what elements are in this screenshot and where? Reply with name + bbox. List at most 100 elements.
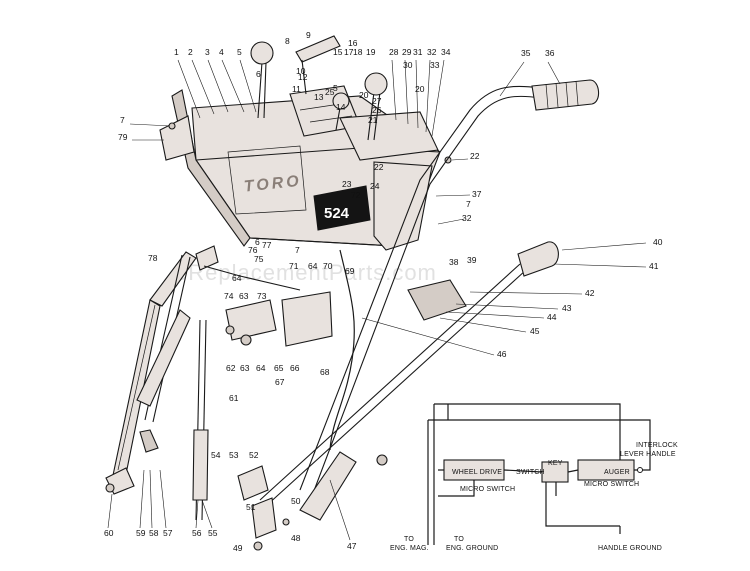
- callout-number: 7: [466, 199, 471, 209]
- side-cover: [373, 156, 469, 251]
- callout-number: 69: [345, 266, 355, 276]
- callout-number: 46: [497, 349, 507, 359]
- callout-number: 40: [653, 237, 663, 247]
- callout-number: 17: [344, 47, 354, 57]
- callout-number: 56: [192, 528, 202, 538]
- callout-number: 12: [298, 72, 308, 82]
- right-handle-tube: [299, 79, 600, 497]
- callout-number: 27: [372, 96, 382, 106]
- callout-number: 33: [430, 60, 440, 70]
- callout-number: 22: [374, 162, 384, 172]
- callout-number: 59: [136, 528, 146, 538]
- left-handle-tube: [111, 251, 197, 485]
- callout-number: 7: [120, 115, 125, 125]
- callout-number: 41: [649, 261, 659, 271]
- callout-number: 37: [472, 189, 482, 199]
- callout-number: 10: [296, 66, 306, 76]
- callout-number: 15: [333, 47, 343, 57]
- callout-number: 6: [256, 69, 261, 79]
- callout-number: 20: [415, 84, 425, 94]
- callout-number: 60: [104, 528, 114, 538]
- watermark: eReplacementParts.com: [175, 260, 437, 285]
- callout-number: 44: [547, 312, 557, 322]
- wiring-schematic: [427, 403, 651, 545]
- callout-number: 48: [291, 533, 301, 543]
- callout-number: 26: [372, 105, 382, 115]
- callout-number: 58: [149, 528, 159, 538]
- callout-number: 1: [174, 47, 179, 57]
- bottom-bracket-set: [237, 465, 290, 551]
- callout-number: 43: [562, 303, 572, 313]
- auger-switch-label-line1: AUGER: [604, 469, 630, 476]
- callout-number: 50: [291, 496, 301, 506]
- callout-number: 64: [308, 261, 318, 271]
- callout-number: 5: [237, 47, 242, 57]
- callout-number: 20: [359, 90, 369, 100]
- callout-number: 77: [262, 240, 272, 250]
- key-switch-label-line1: KEY: [548, 460, 563, 467]
- handle-ground-label: HANDLE GROUND: [598, 545, 662, 552]
- callout-number: 53: [229, 450, 239, 460]
- callout-number: 35: [521, 48, 531, 58]
- wheel-drive-label-line1: WHEEL DRIVE: [452, 469, 502, 476]
- callout-number: 74: [224, 291, 234, 301]
- callout-number: 57: [163, 528, 173, 538]
- brand-logo-text: TORO: [243, 173, 302, 196]
- callout-number: 66: [290, 363, 300, 373]
- callout-number: 67: [275, 377, 285, 387]
- callout-number: 25: [325, 87, 335, 97]
- callout-number: 51: [246, 502, 256, 512]
- callout-number: 47: [347, 541, 357, 551]
- callout-number: 34: [441, 47, 451, 57]
- callout-number: 45: [530, 326, 540, 336]
- callout-number: 70: [323, 261, 333, 271]
- callout-number: 8: [285, 36, 290, 46]
- callout-number: 63: [239, 291, 249, 301]
- callout-number: 32: [427, 47, 437, 57]
- lever-with-knob-right: [364, 72, 388, 141]
- callout-number: 55: [208, 528, 218, 538]
- callout-number: 11: [292, 84, 301, 94]
- callout-number: 32: [462, 213, 472, 223]
- interlock-label-line2: LEVER HANDLE: [620, 451, 676, 458]
- callout-number: 62: [226, 363, 236, 373]
- callout-number: 21: [368, 115, 378, 125]
- lever-with-knob-center: [332, 92, 350, 131]
- callout-number: 24: [370, 181, 380, 191]
- control-cable: [329, 249, 355, 451]
- throttle-grip: [295, 35, 341, 95]
- callout-number: 13: [314, 92, 324, 102]
- callout-number: 6: [255, 237, 260, 247]
- callout-number: 68: [320, 367, 330, 377]
- callout-number: 76: [248, 245, 258, 255]
- mid-bracket-assembly: [195, 245, 333, 347]
- callout-number: 79: [118, 132, 128, 142]
- side-bracket: [129, 115, 195, 161]
- callout-number: 30: [403, 60, 413, 70]
- callout-number: 3: [205, 47, 210, 57]
- lower-rod: [136, 254, 191, 453]
- callout-number: 65: [274, 363, 284, 373]
- callout-number: 4: [219, 47, 224, 57]
- callout-number: 61: [229, 393, 239, 403]
- callout-number: 9: [306, 30, 311, 40]
- callout-number: 5: [333, 83, 338, 93]
- callout-number: 49: [233, 543, 243, 553]
- callout-number: 31: [413, 47, 423, 57]
- eng-ground-label-line2: ENG. GROUND: [446, 545, 498, 552]
- key-switch-label-line2: SWITCH: [516, 469, 545, 476]
- callout-number: 78: [148, 253, 158, 263]
- eng-mag-label-line2: ENG. MAG.: [390, 545, 429, 552]
- model-badge-text: 524: [324, 205, 350, 222]
- callout-number: 22: [470, 151, 480, 161]
- leader-lines: [107, 59, 647, 541]
- interlock-label-line1: INTERLOCK: [636, 442, 678, 449]
- shift-rod: [192, 319, 209, 521]
- lever-with-knob-left: [250, 41, 274, 119]
- callout-number: 14: [336, 102, 346, 112]
- callout-number: 73: [257, 291, 267, 301]
- callout-number: 23: [342, 179, 352, 189]
- callout-number: 39: [467, 255, 477, 265]
